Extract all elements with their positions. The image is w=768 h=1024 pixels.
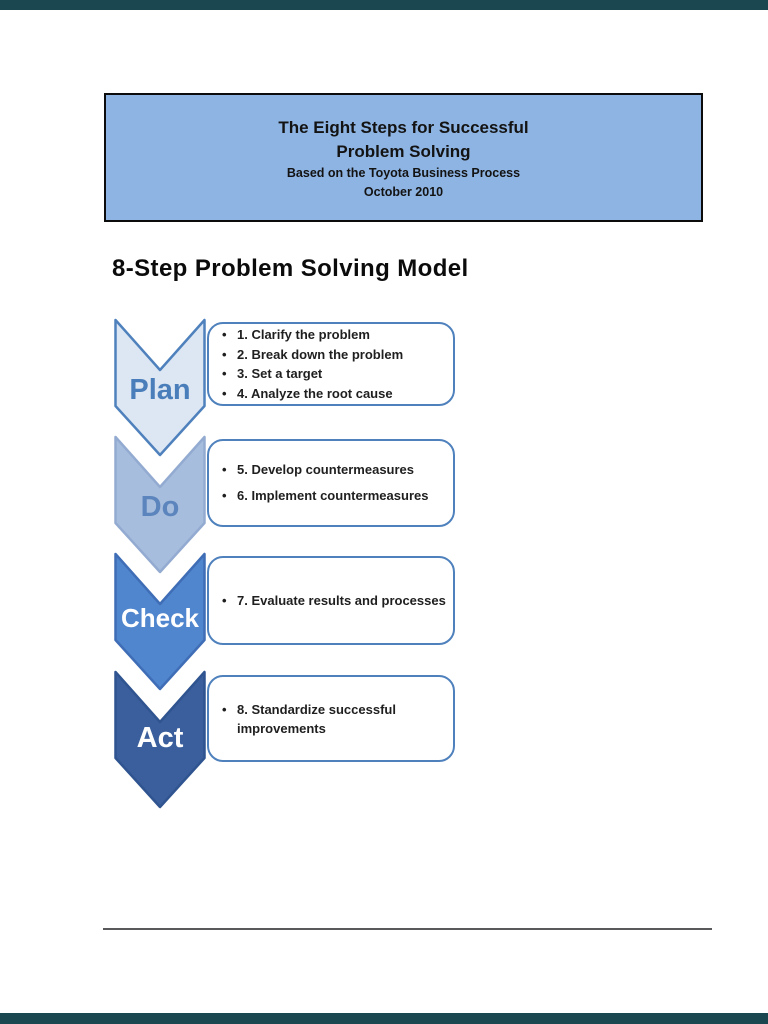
act-steps-box: 8. Standardize successful improvements [207,675,455,762]
do-steps-box: 5. Develop countermeasures 6. Implement … [207,439,455,527]
step-item: 3. Set a target [209,364,453,384]
check-steps-list: 7. Evaluate results and processes [209,591,453,610]
header-box: The Eight Steps for Successful Problem S… [104,93,703,222]
do-label: Do [140,490,180,523]
step-item: 4. Analyze the root cause [209,384,453,404]
step-item: 7. Evaluate results and processes [209,591,453,610]
plan-steps-list: 1. Clarify the problem 2. Break down the… [209,325,453,403]
viewer-bottom-bar [0,1013,768,1024]
viewer-top-bar [0,0,768,10]
act-label: Act [136,721,184,754]
check-chevron [114,552,206,692]
chevron-shape [114,318,206,457]
header-subtitle: Based on the Toyota Business Process [286,165,521,180]
chevron-shape [114,435,206,574]
do-chevron [114,435,206,575]
header-date: October 2010 [363,184,444,199]
plan-steps-box: 1. Clarify the problem 2. Break down the… [207,322,455,406]
step-item: 5. Develop countermeasures [209,457,453,483]
check-steps-box: 7. Evaluate results and processes [207,556,455,645]
step-item: 8. Standardize successful improvements [209,700,407,738]
header-title-line1: The Eight Steps for Successful [278,117,529,137]
act-steps-list: 8. Standardize successful improvements [209,700,453,738]
header-title-line2: Problem Solving [336,141,471,161]
do-steps-list: 5. Develop countermeasures 6. Implement … [209,457,453,509]
chevron-shape [114,552,206,691]
plan-chevron [114,318,206,458]
section-heading: 8-Step Problem Solving Model [112,255,469,282]
plan-label: Plan [129,373,191,406]
check-label: Check [120,602,200,633]
step-item: 2. Break down the problem [209,345,453,365]
footer-divider-line [103,928,712,930]
step-item: 1. Clarify the problem [209,325,453,345]
step-item: 6. Implement countermeasures [209,483,453,509]
chevron-shape [114,670,206,809]
act-chevron [114,670,206,810]
